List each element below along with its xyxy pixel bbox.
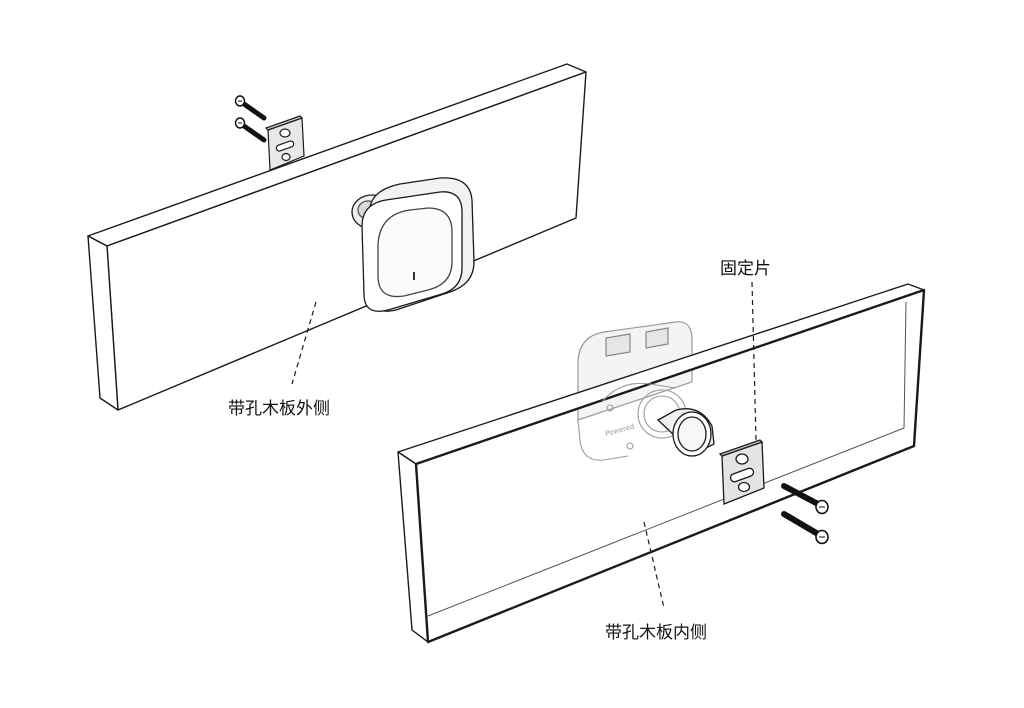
screw-bottom-1 bbox=[781, 483, 829, 515]
screw-bottom-2 bbox=[781, 511, 829, 545]
screw-top-2 bbox=[234, 117, 267, 143]
wood-board-inner bbox=[397, 283, 926, 644]
fixing-plate-bottom bbox=[718, 439, 765, 505]
wood-board-outer bbox=[87, 63, 587, 411]
screw-top-1 bbox=[234, 95, 267, 121]
cable-tube bbox=[656, 408, 715, 457]
leader-line-inner bbox=[643, 521, 665, 609]
device-back-text: Powered bbox=[604, 423, 635, 438]
fixing-plate-top bbox=[264, 115, 305, 171]
label-inner-side: 带孔木板内侧 bbox=[605, 623, 707, 643]
leader-line-plate bbox=[751, 281, 757, 441]
device-front bbox=[351, 177, 475, 312]
label-outer-side: 带孔木板外侧 bbox=[228, 399, 330, 419]
label-fixing-plate: 固定片 bbox=[720, 259, 771, 279]
